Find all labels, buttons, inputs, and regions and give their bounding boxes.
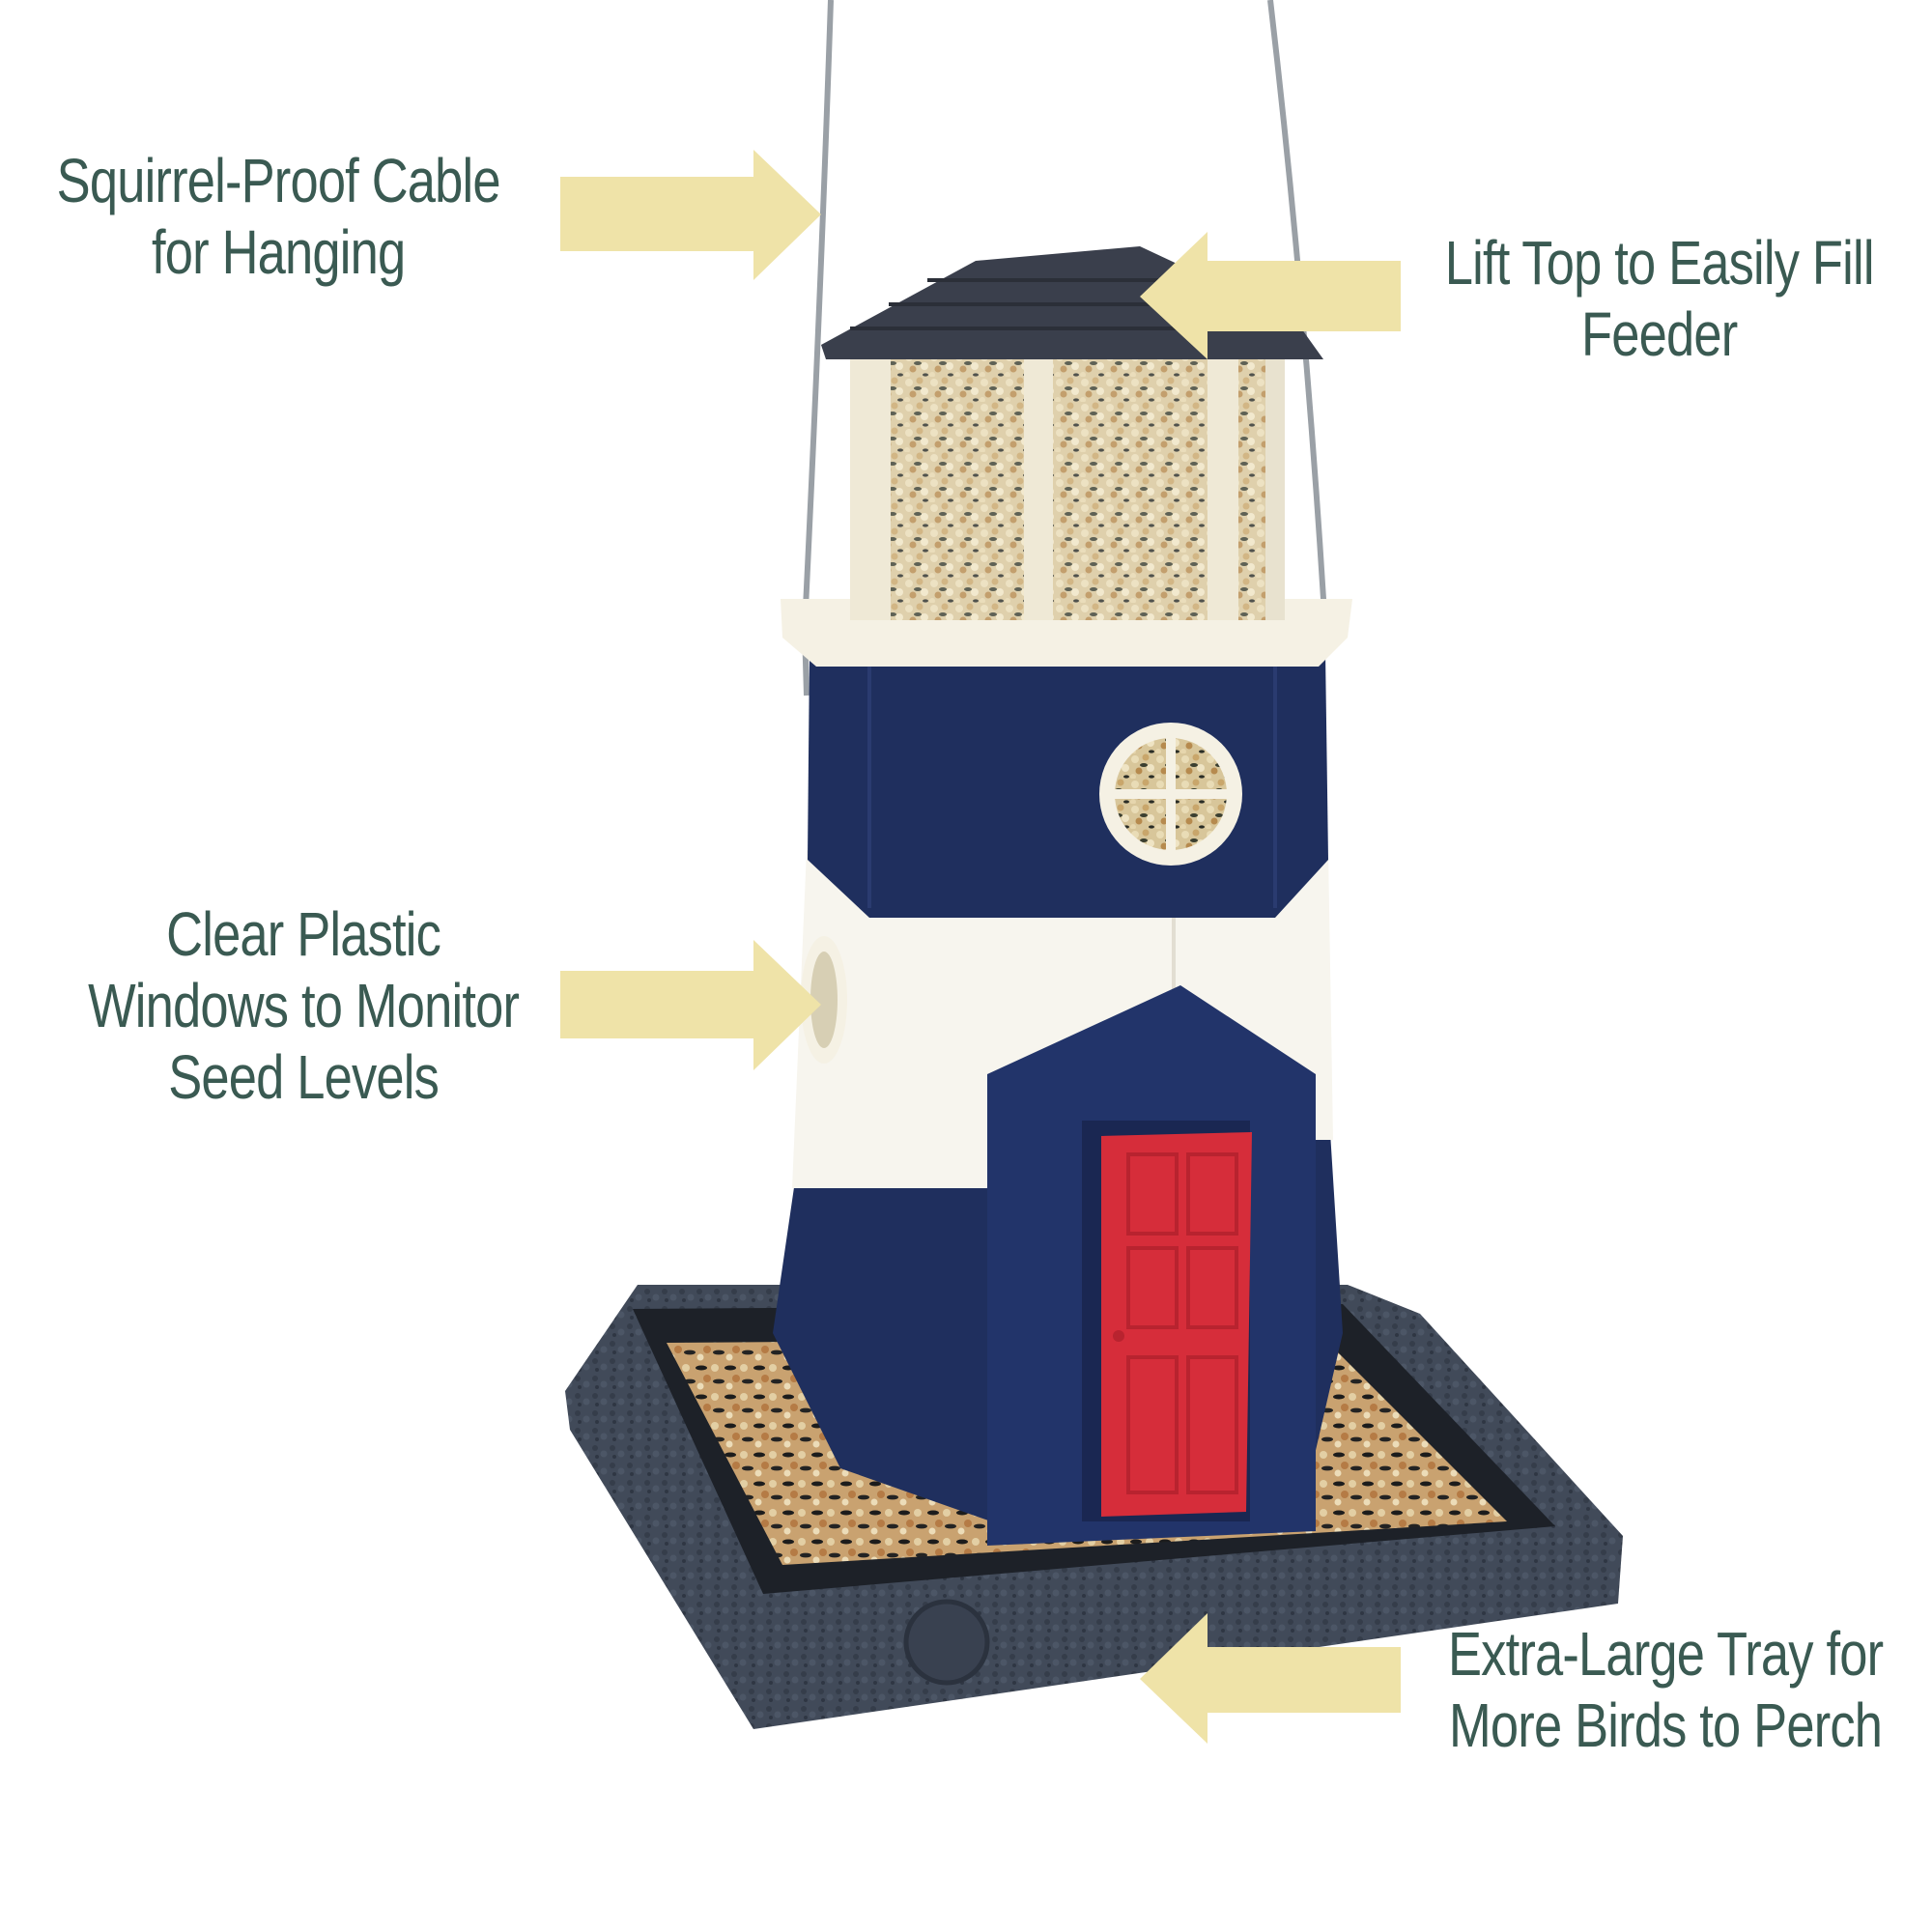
callout-line: Lift Top to Easily Fill (1444, 228, 1875, 298)
porthole-window (1099, 723, 1242, 866)
side-window (801, 936, 847, 1064)
callout-line: Extra-Large Tray for (1447, 1619, 1884, 1689)
callout-line: More Birds to Perch (1449, 1690, 1883, 1760)
callout-line: Windows to Monitor (88, 971, 520, 1040)
lighthouse-body (773, 246, 1352, 1546)
callout-lift-top: Lift Top to Easily Fill Feeder (1409, 227, 1909, 370)
left-arrow-icon (1140, 232, 1401, 359)
callout-line: Feeder (1581, 299, 1738, 369)
right-arrow-icon (560, 940, 821, 1070)
callout-extra-large-tray: Extra-Large Tray for More Birds to Perch (1416, 1618, 1916, 1761)
callout-line: Seed Levels (168, 1042, 440, 1112)
callout-line: Clear Plastic (166, 899, 441, 969)
logo-emblem (903, 1599, 990, 1686)
callout-line: Squirrel-Proof Cable (56, 146, 501, 215)
right-arrow-icon (560, 150, 821, 280)
hanging-cable-left (801, 0, 834, 696)
callout-clear-windows: Clear Plastic Windows to Monitor Seed Le… (62, 898, 545, 1113)
callout-squirrel-proof-cable: Squirrel-Proof Cable for Hanging (41, 145, 516, 288)
callout-line: for Hanging (152, 217, 406, 287)
left-arrow-icon (1140, 1613, 1401, 1744)
door-entryway (987, 985, 1316, 1546)
